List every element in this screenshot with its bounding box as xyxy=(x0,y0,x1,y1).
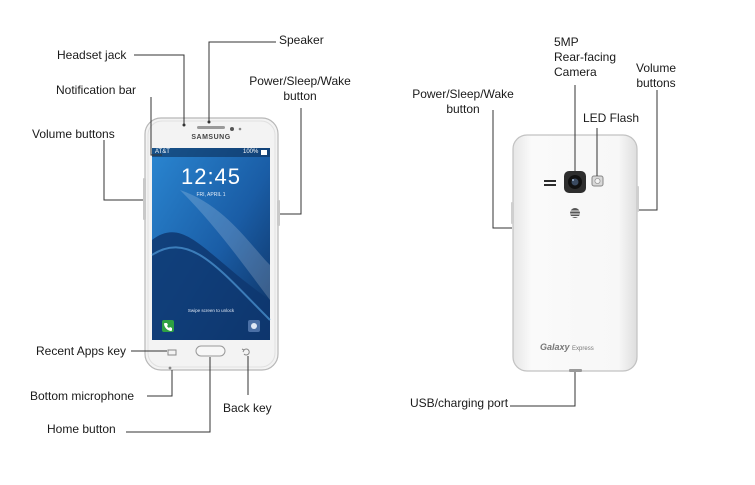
label-home-button: Home button xyxy=(47,422,116,436)
label-rear-camera-line1: 5MP xyxy=(554,35,579,49)
label-power-back-line2: button xyxy=(446,102,480,116)
leader-lines xyxy=(103,41,658,433)
front-brand-logo: SAMSUNG xyxy=(191,134,231,141)
back-brand-sub: Express xyxy=(572,346,594,352)
label-power-back: Power/Sleep/Wake button xyxy=(407,87,519,117)
label-rear-camera-line2: Rear-facing xyxy=(554,50,617,64)
label-power-front: Power/Sleep/Wake button xyxy=(244,74,356,104)
status-battery: 100% xyxy=(243,149,259,155)
battery-icon xyxy=(261,150,267,155)
label-back-key: Back key xyxy=(223,401,272,415)
phone-app-icon[interactable] xyxy=(162,320,174,332)
back-brand-main: Galaxy xyxy=(540,342,570,352)
att-globe-icon xyxy=(570,208,580,218)
volume-button-back[interactable] xyxy=(636,186,639,212)
bottom-microphone-hole xyxy=(168,366,172,370)
volume-button-left[interactable] xyxy=(143,178,146,220)
back-key-icon[interactable] xyxy=(241,348,250,356)
label-volume-back-line1: Volume xyxy=(635,61,677,75)
power-button-back[interactable] xyxy=(511,202,514,224)
label-volume-back: Volume buttons xyxy=(626,61,686,91)
back-brand-logo: Galaxy Express xyxy=(540,342,594,352)
power-button-right[interactable] xyxy=(277,200,280,226)
label-notification-bar: Notification bar xyxy=(56,83,137,97)
label-speaker: Speaker xyxy=(279,33,324,47)
label-rear-camera-line3: Camera xyxy=(554,65,597,79)
recent-apps-key[interactable] xyxy=(167,349,177,356)
unlock-hint: Swipe screen to unlock xyxy=(187,308,235,313)
label-rear-camera: 5MP Rear-facing Camera xyxy=(554,35,616,80)
label-recent-apps: Recent Apps key xyxy=(36,344,127,358)
label-usb-port: USB/charging port xyxy=(410,396,509,410)
usb-port[interactable] xyxy=(569,369,582,372)
label-power-front-line2: button xyxy=(283,89,317,103)
home-button[interactable] xyxy=(195,345,226,357)
lockscreen-date: FRI, APRIL 1 xyxy=(196,192,226,198)
phone-back xyxy=(511,134,639,372)
status-carrier: AT&T xyxy=(155,149,170,155)
label-power-back-line1: Power/Sleep/Wake xyxy=(412,87,514,101)
label-volume-back-line2: buttons xyxy=(636,76,676,90)
label-bottom-mic: Bottom microphone xyxy=(30,389,135,403)
label-volume-front: Volume buttons xyxy=(32,127,115,141)
label-power-front-line1: Power/Sleep/Wake xyxy=(249,74,351,88)
label-headset-jack: Headset jack xyxy=(57,48,127,62)
speaker-grille xyxy=(197,126,225,129)
lockscreen-time: 12:45 xyxy=(180,164,242,189)
phone-front xyxy=(143,117,280,371)
label-led-flash: LED Flash xyxy=(583,111,640,125)
front-camera-icon xyxy=(230,127,234,131)
